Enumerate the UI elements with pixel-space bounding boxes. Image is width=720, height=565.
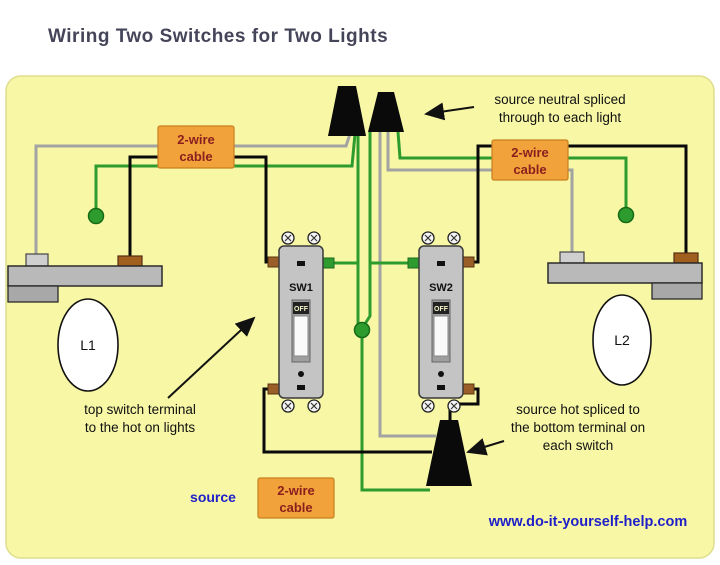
cable-label-source-line2: cable	[279, 500, 312, 515]
annotation-top-terminal-line1: top switch terminal	[84, 402, 196, 417]
mounting-screw-icon	[307, 399, 321, 413]
cable-connector-source	[426, 420, 472, 486]
annotation-neutral-line2: through to each light	[499, 110, 622, 125]
cable-label-source: 2-wire cable	[257, 477, 335, 519]
sw1-off-band	[293, 302, 309, 314]
sw2-hot-terminal-bottom	[462, 383, 475, 395]
annotation-neutral-line1: source neutral spliced	[494, 92, 625, 107]
annotations: source neutral spliced through to each l…	[84, 92, 645, 456]
sw2-toggle-lever	[433, 315, 449, 357]
sw2-dot	[438, 371, 444, 377]
cable-label-right-box	[491, 139, 569, 181]
wire-neutral-right	[386, 132, 574, 256]
wire-ground-to-source	[360, 336, 430, 492]
hot-terminal-left-light	[117, 255, 143, 267]
sw1-hot-terminal-top	[267, 256, 280, 268]
fixture-box-right	[651, 282, 703, 300]
arrow-to-source-cable	[466, 438, 505, 456]
source-label: source	[190, 489, 236, 505]
sw2-top-slot	[437, 261, 445, 266]
cable-label-left: 2-wire cable	[157, 125, 235, 169]
mounting-screw-icon	[307, 231, 321, 245]
annotation-source-hot-line2: the bottom terminal on	[511, 420, 645, 435]
fixture-box-left	[7, 285, 59, 303]
splice-left	[87, 207, 105, 225]
diagram-panel	[5, 75, 715, 559]
splice-middle	[353, 321, 371, 339]
neutral-terminal-left-light	[25, 253, 49, 267]
annotation-top-terminal-line2: to the hot on lights	[85, 420, 196, 435]
sw2-bottom-slot	[437, 385, 445, 390]
mounting-screw-icon	[447, 231, 461, 245]
wire-splices	[87, 206, 635, 339]
cable-label-left-line1: 2-wire	[177, 132, 215, 147]
sw2-ground-terminal	[407, 257, 420, 269]
bulb-right-label: L2	[614, 332, 630, 348]
cable-label-source-line1: 2-wire	[277, 483, 315, 498]
switch-sw1: SW1 OFF	[267, 231, 335, 413]
wire-neutral-source	[378, 130, 436, 438]
cable-label-right: 2-wire cable	[491, 139, 569, 181]
fixture-plate-left	[7, 265, 163, 287]
sw2-hot-terminal-top	[462, 256, 475, 268]
sw2-toggle-state: OFF	[434, 306, 449, 313]
cable-label-left-line2: cable	[179, 149, 212, 164]
mounting-screw-icon	[421, 399, 435, 413]
fixture-plate-right	[547, 262, 703, 284]
mounting-screw-icon	[281, 231, 295, 245]
cable-label-left-box	[157, 125, 235, 169]
sw1-bottom-slot	[297, 385, 305, 390]
sw1-toggle-lever	[293, 315, 309, 357]
sw1-top-slot	[297, 261, 305, 266]
cable-connector-top-right	[368, 92, 404, 132]
cable-label-right-line1: 2-wire	[511, 145, 549, 160]
sw2-off-band	[433, 302, 449, 314]
cable-label-right-line2: cable	[513, 162, 546, 177]
hot-terminal-right-light	[673, 252, 699, 264]
cable-connectors	[328, 86, 472, 486]
sw1-ground-terminal	[322, 257, 335, 269]
switch-sw2: SW2 OFF	[407, 231, 475, 413]
sw2-label: SW2	[429, 282, 453, 294]
sw1-dot	[298, 371, 304, 377]
cable-labels: 2-wire cable 2-wire cable 2-wire cable	[157, 125, 569, 519]
wire-hot-right-light	[469, 144, 688, 264]
neutral-terminal-right-light	[559, 251, 585, 264]
page-title: Wiring Two Switches for Two Lights	[48, 26, 388, 47]
bulb-left	[57, 298, 119, 392]
annotation-source-hot-line1: source hot spliced to	[516, 402, 640, 417]
mounting-screw-icon	[447, 399, 461, 413]
wire-hot-source-sw1	[262, 387, 432, 454]
sw1-toggle-state: OFF	[294, 306, 309, 313]
light-fixture-right: L2	[547, 251, 703, 386]
sw1-hot-terminal-bottom	[267, 383, 280, 395]
mounting-screw-icon	[281, 399, 295, 413]
bulb-left-label: L1	[80, 337, 96, 353]
cable-connector-top-left	[328, 86, 366, 136]
splice-right	[617, 206, 635, 224]
bulb-right	[592, 294, 652, 386]
arrow-to-top-terminal	[167, 316, 256, 399]
sw1-label: SW1	[289, 282, 313, 294]
mounting-screw-icon	[421, 231, 435, 245]
arrow-to-neutral-splice	[424, 102, 475, 121]
light-fixture-left: L1	[7, 253, 163, 392]
annotation-source-hot-line3: each switch	[543, 438, 614, 453]
website-link[interactable]: www.do-it-yourself-help.com	[488, 514, 687, 530]
cable-label-source-box	[257, 477, 335, 519]
